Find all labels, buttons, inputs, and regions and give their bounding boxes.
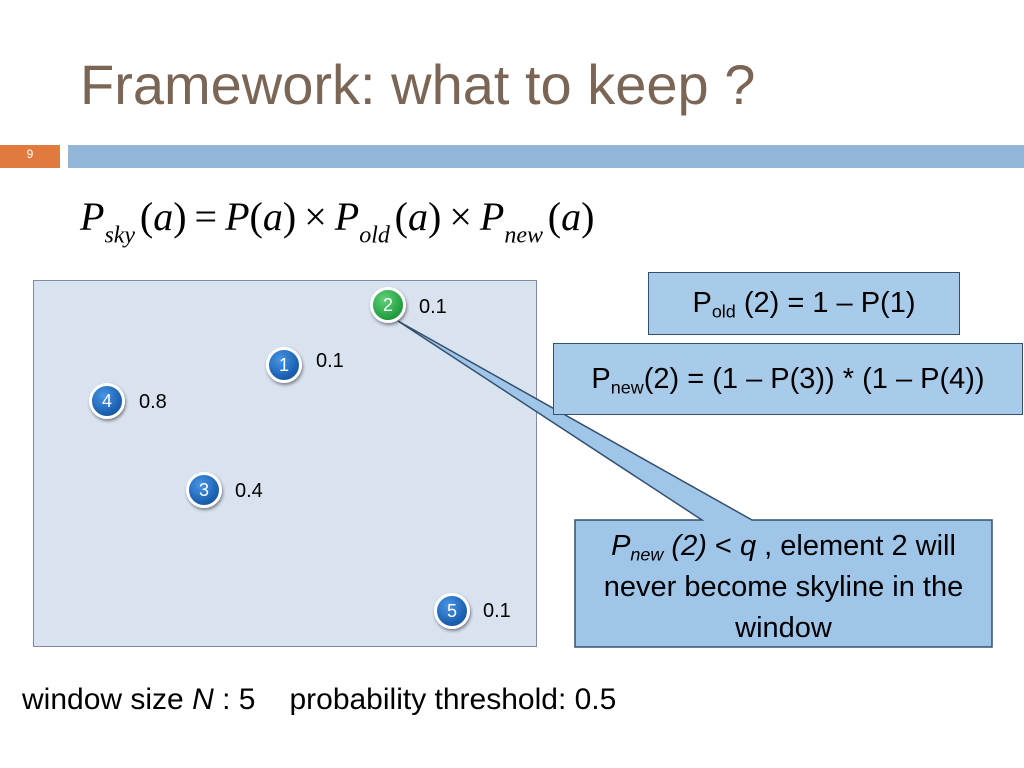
formula-term-p-new: Pnew(a) bbox=[479, 194, 595, 248]
element-probability-2: 0.1 bbox=[419, 296, 447, 318]
header-divider-bar bbox=[68, 145, 1024, 168]
element-marker-4: 4 bbox=[89, 383, 125, 419]
sliding-window-panel bbox=[33, 280, 537, 647]
element-probability-3: 0.4 bbox=[235, 480, 263, 502]
element-probability-5: 0.1 bbox=[483, 600, 511, 622]
formula-p-a-close-paren: ) bbox=[282, 194, 297, 239]
window-size-variable: N bbox=[192, 683, 214, 716]
formula-p-new-open-paren: ( bbox=[547, 194, 562, 239]
formula-p-old-subscript: old bbox=[359, 222, 390, 249]
p-old-equation: Pold (2) = 1 – P(1) bbox=[692, 287, 915, 320]
window-size-label: window size bbox=[22, 683, 193, 716]
formula-p-sky-close-paren: ) bbox=[173, 194, 187, 239]
window-size-value: : 5 bbox=[213, 683, 256, 716]
formula-p-a-variable: a bbox=[262, 194, 283, 239]
element-probability-4: 0.8 bbox=[139, 391, 167, 413]
callout-text: Pnew (2) < q , element 2 will never beco… bbox=[575, 520, 992, 647]
formula-p-new-close-paren: ) bbox=[581, 194, 595, 239]
formula-p-new-symbol: P bbox=[479, 194, 505, 239]
callout-variable: q bbox=[739, 530, 757, 562]
formula-p-sky-open-paren: ( bbox=[139, 194, 154, 239]
callout-operator: < bbox=[706, 530, 740, 562]
formula-p-old-close-paren: ) bbox=[428, 194, 442, 239]
formula-p-old-open-paren: ( bbox=[394, 194, 408, 239]
formula-p-new-variable: a bbox=[561, 194, 582, 239]
formula-term-p-old: Pold(a) bbox=[334, 194, 442, 248]
p-old-symbol: P bbox=[692, 287, 712, 319]
formula-p-sky-symbol: P bbox=[80, 194, 105, 239]
formula-p-a-open-paren: ( bbox=[249, 194, 263, 239]
slide-title: Framework: what to keep ? bbox=[80, 53, 756, 116]
callout-subscript: new bbox=[630, 544, 664, 565]
skyline-probability-formula: Psky(a)=P(a)×Pold(a)×Pnew(a) bbox=[80, 192, 595, 248]
p-new-equation-box: Pnew(2) = (1 – P(3)) * (1 – P(4)) bbox=[553, 343, 1023, 415]
formula-p-sky-variable: a bbox=[153, 194, 174, 239]
element-marker-2: 2 bbox=[370, 287, 406, 323]
parameters-footer: window size N : 5 probability threshold: … bbox=[22, 682, 616, 718]
formula-p-old-variable: a bbox=[408, 194, 428, 239]
formula-p-a-symbol: P bbox=[225, 194, 250, 239]
p-old-equation-box: Pold (2) = 1 – P(1) bbox=[648, 272, 960, 335]
callout-argument: (2) bbox=[663, 530, 707, 562]
element-probability-1: 0.1 bbox=[316, 350, 344, 372]
formula-p-sky-subscript: sky bbox=[104, 222, 136, 249]
element-marker-1: 1 bbox=[266, 347, 302, 383]
formula-equals-sign: = bbox=[194, 194, 218, 239]
p-old-subscript: old bbox=[711, 301, 736, 322]
probability-threshold: probability threshold: 0.5 bbox=[289, 683, 617, 716]
formula-p-new-subscript: new bbox=[504, 222, 543, 249]
p-new-equation: Pnew(2) = (1 – P(3)) * (1 – P(4)) bbox=[591, 363, 984, 396]
formula-term-p-a: P(a) bbox=[225, 194, 296, 239]
formula-p-old-symbol: P bbox=[334, 194, 360, 239]
formula-times-sign-1: × bbox=[304, 194, 327, 239]
p-new-symbol: P bbox=[591, 362, 611, 395]
callout-symbol: P bbox=[611, 530, 631, 562]
slide-number-badge: 9 bbox=[0, 145, 60, 168]
formula-term-p-sky: Psky(a) bbox=[80, 194, 187, 248]
p-old-expression: (2) = 1 – P(1) bbox=[735, 287, 916, 319]
p-new-subscript: new bbox=[610, 376, 644, 397]
element-marker-3: 3 bbox=[186, 472, 222, 508]
element-marker-5: 5 bbox=[434, 593, 470, 629]
formula-times-sign-2: × bbox=[449, 194, 472, 239]
p-new-expression: (2) = (1 – P(3)) * (1 – P(4)) bbox=[643, 362, 985, 395]
